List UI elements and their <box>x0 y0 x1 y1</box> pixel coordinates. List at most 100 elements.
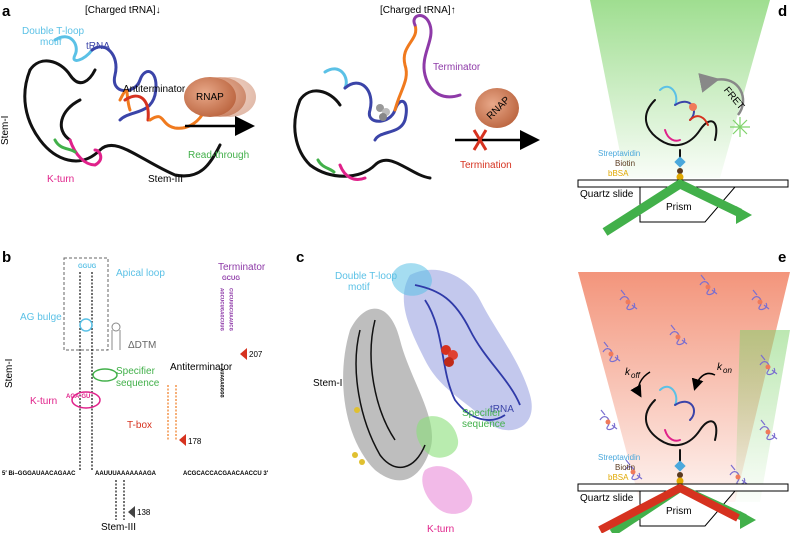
quartz-slide-label-e: Quartz slide <box>580 493 634 504</box>
biotin-icon-e <box>677 472 683 478</box>
specifier-label: Specifier <box>116 366 156 377</box>
terminator-label-b: Terminator <box>218 262 266 273</box>
specifier-label-c: Specifier <box>462 408 502 419</box>
stem-iii-label-b: Stem-III <box>101 522 136 533</box>
antiterminator-label-b: Antiterminator <box>170 362 233 373</box>
stem-i-surface <box>343 308 433 481</box>
termination-x-icon <box>472 129 488 151</box>
apical-loop-box <box>63 257 109 351</box>
specifier-surface <box>416 416 459 458</box>
trna-label-c: tRNA <box>490 404 514 415</box>
prism-label-e: Prism <box>666 506 692 517</box>
streptavidin-icon-e <box>674 460 686 472</box>
specifier-mark <box>92 368 118 382</box>
terminator-tail: AUAGAGGGG <box>219 368 226 398</box>
metal-ion <box>354 407 360 413</box>
pos-138-marker <box>128 506 135 518</box>
metal-ion <box>359 459 365 465</box>
k-off-label: k <box>625 367 631 378</box>
charged-trna-ball <box>376 104 384 112</box>
bbsa-label: bBSA <box>608 169 629 178</box>
specifier-label-c-2: sequence <box>462 419 506 430</box>
riboswitch-off-state <box>23 35 232 178</box>
stem-i-ribbon <box>355 319 426 469</box>
pos-138-label: 138 <box>137 508 151 517</box>
double-t-loop-surface <box>391 263 432 296</box>
k-off-arrow <box>630 371 651 398</box>
panel-b-letter: b <box>2 249 11 266</box>
stem-i-label-c: Stem-I <box>313 378 342 389</box>
prism-label: Prism <box>666 202 692 213</box>
bbsa-icon-e <box>676 477 684 485</box>
streptavidin-icon <box>674 156 686 168</box>
green-laser-beam <box>602 179 742 236</box>
red-laser-beam-e <box>598 484 740 533</box>
panel-c: c Double T-loop motif Stem-I tRNA Specif… <box>296 249 532 533</box>
panel-d-letter: d <box>778 3 787 20</box>
kturn-mark <box>71 391 101 409</box>
tirf-green-light-cone <box>735 330 790 502</box>
double-t-loop-label-2: motif <box>40 37 62 48</box>
trna-amino-acid-ball <box>441 345 451 355</box>
pos-178-label: 178 <box>188 437 202 446</box>
ag-bulge-label: AG bulge <box>20 312 62 323</box>
fret-arrow <box>698 73 745 116</box>
trna-amino-acid-ball <box>444 357 454 367</box>
double-t-loop-label-c: Double T-loop <box>335 271 398 282</box>
charged-trna-ball <box>379 113 387 121</box>
trna-ribbon <box>414 284 521 421</box>
specifier-label-2: sequence <box>116 378 160 389</box>
termination-label: Termination <box>460 160 512 171</box>
trna-surface <box>403 269 532 431</box>
bbsa-label-e: bBSA <box>608 473 629 482</box>
streptavidin-label: Streptavidin <box>598 149 640 158</box>
pos-207-marker <box>240 348 247 360</box>
k-turn-label-c: K-turn <box>427 524 454 533</box>
ag-bulge-mark <box>79 318 93 332</box>
panel-a-letter: a <box>2 3 11 20</box>
antiterminator-label: Antiterminator <box>123 84 186 95</box>
antiterminator-helix <box>167 385 177 440</box>
quartz-slide-label: Quartz slide <box>580 189 634 200</box>
pos-178-marker <box>179 434 186 446</box>
free-trna-molecules <box>599 274 778 486</box>
cy5-fluorophore-icon <box>730 117 750 137</box>
streptavidin-label-e: Streptavidin <box>598 453 640 462</box>
rnap-label: RNAP <box>196 92 224 103</box>
terminator-stem-right: CUCUUGCUAAUCG <box>228 288 235 332</box>
rnap-blob-2 <box>475 88 519 128</box>
rnap-blob <box>184 77 236 117</box>
laser-arrowhead-e <box>740 511 756 529</box>
double-t-loop-label-c-2: motif <box>348 282 370 293</box>
delta-dtm-label: ΔDTM <box>128 340 156 351</box>
stem-i-helix <box>79 272 93 470</box>
terminator-stem-left: AGCUCUGAGCUUG <box>219 288 226 332</box>
stem-iii-helix <box>115 480 125 520</box>
biotin-label-e: Biotin <box>615 463 635 472</box>
riboswitch-on-state <box>293 14 462 181</box>
read-through-label: Read-through <box>188 150 249 161</box>
k-turn-label-b: K-turn <box>30 396 57 407</box>
panel-d: d FRET Streptavidin Biotin bBSA Quartz s… <box>577 0 789 236</box>
delta-dtm-mark <box>111 322 121 350</box>
apical-loop-seq: GGUG <box>78 264 97 270</box>
apical-loop-label: Apical loop <box>116 268 165 279</box>
stem-i-label-b: Stem-I <box>4 359 15 388</box>
biotin-icon <box>677 168 683 174</box>
terminator-label: Terminator <box>433 62 481 73</box>
k-on-arrow <box>691 372 716 391</box>
five-prime-seq: 5′ Bi–GGGAUAACAGAAC <box>2 471 76 477</box>
panel-c-letter: c <box>296 249 304 266</box>
stem-iii-label: Stem-III <box>148 174 183 185</box>
metal-ion <box>352 452 358 458</box>
panel-e-letter: e <box>778 249 786 266</box>
terminator-loop-seq: GCUG <box>222 276 240 282</box>
double-t-loop-label: Double T-loop <box>22 26 85 37</box>
immobilized-riboswitch-e <box>645 385 718 463</box>
panel-e: e k <box>577 249 790 533</box>
bbsa-icon <box>676 173 684 181</box>
free-trna-fluorophores <box>605 284 771 480</box>
k-on-label: k <box>717 362 723 373</box>
cy3-fluorophore <box>689 103 697 111</box>
